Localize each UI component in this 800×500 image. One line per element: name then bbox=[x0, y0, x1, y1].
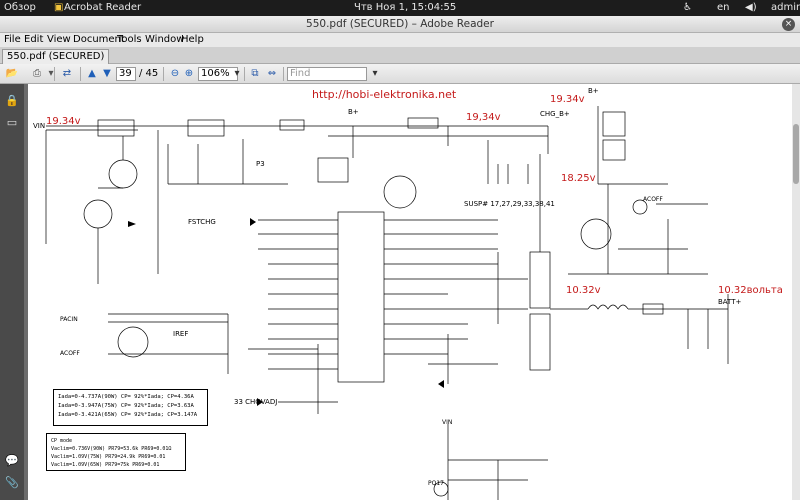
note-line: Vaclim=0.736V(90W) PR79=53.6k PR69=0.01Ω bbox=[51, 446, 172, 452]
find-dropdown-icon[interactable]: ▾ bbox=[372, 68, 378, 79]
vin-net-label-2: VIN bbox=[442, 419, 453, 426]
menu-edit[interactable]: Edit bbox=[24, 34, 44, 45]
top-right-voltage-label: 19.34v bbox=[550, 94, 585, 105]
page-number-input[interactable]: 39 bbox=[116, 67, 136, 81]
bplus-net-label: B+ bbox=[348, 108, 359, 116]
scrollbar-thumb[interactable] bbox=[793, 124, 799, 184]
system-top-panel: Обзор ▣ Acrobat Reader Чтв Ноя 1, 15:04:… bbox=[0, 0, 800, 16]
lock-icon[interactable]: 🔒 bbox=[5, 94, 19, 107]
close-window-button[interactable]: × bbox=[782, 18, 795, 31]
menu-view[interactable]: View bbox=[47, 34, 71, 45]
schematic-drawing bbox=[45, 106, 729, 500]
user-menu[interactable]: admin bbox=[771, 2, 800, 13]
iref-net-label: IREF bbox=[173, 330, 189, 338]
clock[interactable]: Чтв Ноя 1, 15:04:55 bbox=[354, 2, 457, 13]
print-dropdown-icon[interactable]: ▾ bbox=[48, 68, 54, 79]
next-page-icon[interactable]: ▼ bbox=[103, 68, 111, 79]
pq17-label: PQ17 bbox=[428, 480, 444, 487]
toolbar-separator bbox=[283, 67, 284, 81]
vin-voltage-label: 19.34v bbox=[46, 116, 81, 127]
fit-width-icon[interactable]: ⇔ bbox=[267, 68, 277, 79]
volume-icon[interactable]: ◀) bbox=[745, 2, 757, 13]
window-titlebar: 550.pdf (SECURED) – Adobe Reader × bbox=[0, 16, 800, 33]
cp-mode-note: CP mode Vaclim=0.736V(90W) PR79=53.6k PR… bbox=[46, 433, 186, 471]
pacin-net-label: PACIN bbox=[60, 316, 78, 323]
battery-voltage-label: 10.32вольта bbox=[718, 285, 783, 296]
toolbar: 📂 ⎙ ▾ ⇄ ▲ ▼ 39 / 45 ⊖ ⊕ 106% ▾ ⧉ ⇔ Find … bbox=[0, 64, 800, 84]
menu-file[interactable]: File bbox=[4, 34, 21, 45]
print-icon[interactable]: ⎙ bbox=[33, 68, 41, 79]
menu-window[interactable]: Window bbox=[145, 34, 185, 45]
batt-net-label: BATT+ bbox=[718, 298, 742, 306]
note-line: Iada=0-3.421A(65W) CP= 92%*Iada; CP=3.14… bbox=[58, 412, 198, 418]
find-input[interactable]: Find bbox=[287, 67, 367, 81]
fit-page-icon[interactable]: ⧉ bbox=[251, 68, 259, 79]
menu-help[interactable]: Help bbox=[181, 34, 204, 45]
document-viewport[interactable]: http://hobi-elektronika.net 19.34v 19,34… bbox=[24, 84, 800, 500]
note-line: Vaclim=1.09V(65W) PR79=75k PR69=0.01 bbox=[51, 462, 160, 468]
p3-net-label: P3 bbox=[256, 160, 265, 168]
vin-net-label: VIN bbox=[33, 122, 46, 130]
toolbar-separator bbox=[80, 67, 81, 81]
bplus-net-label-2: B+ bbox=[588, 87, 599, 95]
active-app-label[interactable]: Acrobat Reader bbox=[64, 2, 142, 13]
mid-voltage-label: 18.25v bbox=[561, 173, 596, 184]
zoom-select[interactable]: 106% bbox=[198, 67, 238, 81]
document-tab[interactable]: 550.pdf (SECURED) bbox=[2, 49, 110, 64]
note-line: Vaclim=1.09V(75W) PR79=24.9k PR69=0.01 bbox=[51, 454, 166, 460]
toolbar-separator bbox=[244, 67, 245, 81]
menu-tools[interactable]: Tools bbox=[117, 34, 142, 45]
app-icon: ▣ bbox=[54, 2, 64, 13]
toolbar-separator bbox=[54, 67, 55, 81]
language-indicator[interactable]: en bbox=[717, 2, 730, 13]
charger-voltage-label: 10.32v bbox=[566, 285, 601, 296]
previous-page-icon[interactable]: ▲ bbox=[88, 68, 96, 79]
note-line: CP mode bbox=[51, 438, 73, 444]
acoff-net-label: ACOFF bbox=[643, 196, 663, 203]
current-spec-note: Iada=0-4.737A(90W) CP= 92%*Iada; CP=4.36… bbox=[53, 389, 208, 426]
attachment-icon[interactable]: 📎 bbox=[5, 476, 19, 489]
menu-document[interactable]: Document bbox=[73, 34, 125, 45]
zoom-dropdown-icon[interactable]: ▾ bbox=[234, 68, 240, 79]
toolbar-separator bbox=[163, 67, 164, 81]
fstchg-net-label: FSTCHG bbox=[188, 218, 216, 226]
document-tab-bar: 550.pdf (SECURED) bbox=[0, 47, 800, 64]
pdf-page: http://hobi-elektronika.net 19.34v 19,34… bbox=[28, 84, 792, 500]
note-line: Iada=0-3.947A(75W) CP= 92%*Iada; CP=3.63… bbox=[58, 403, 194, 409]
comments-icon[interactable]: 💬 bbox=[5, 454, 19, 467]
chg-bplus-net-label: CHG_B+ bbox=[540, 110, 570, 118]
pages-icon[interactable]: ▭ bbox=[6, 116, 18, 129]
page-total: / 45 bbox=[139, 68, 159, 79]
watermark-url: http://hobi-elektronika.net bbox=[312, 88, 457, 101]
zoom-in-icon[interactable]: ⊕ bbox=[184, 68, 194, 79]
susp-net-label: SUSP# 17,27,29,33,38,41 bbox=[464, 200, 555, 208]
zoom-out-icon[interactable]: ⊖ bbox=[170, 68, 180, 79]
window-title: 550.pdf (SECURED) – Adobe Reader bbox=[306, 18, 494, 30]
menu-bar: File Edit View Document Tools Window Hel… bbox=[0, 33, 800, 47]
share-icon[interactable]: ⇄ bbox=[62, 68, 72, 79]
navigation-panel: 🔒 ▭ 💬 📎 bbox=[0, 84, 24, 500]
vertical-scrollbar[interactable] bbox=[792, 84, 800, 500]
note-line: Iada=0-4.737A(90W) CP= 92%*Iada; CP=4.36… bbox=[58, 394, 194, 400]
acoff-net-label-2: ACOFF bbox=[60, 350, 80, 357]
chgvadj-net-label: 33 CHGVADJ bbox=[234, 398, 278, 406]
accessibility-icon[interactable]: ♿ bbox=[683, 2, 692, 13]
overview-button[interactable]: Обзор bbox=[4, 2, 36, 13]
open-icon[interactable]: 📂 bbox=[5, 68, 19, 79]
chg-voltage-label: 19,34v bbox=[466, 112, 501, 123]
